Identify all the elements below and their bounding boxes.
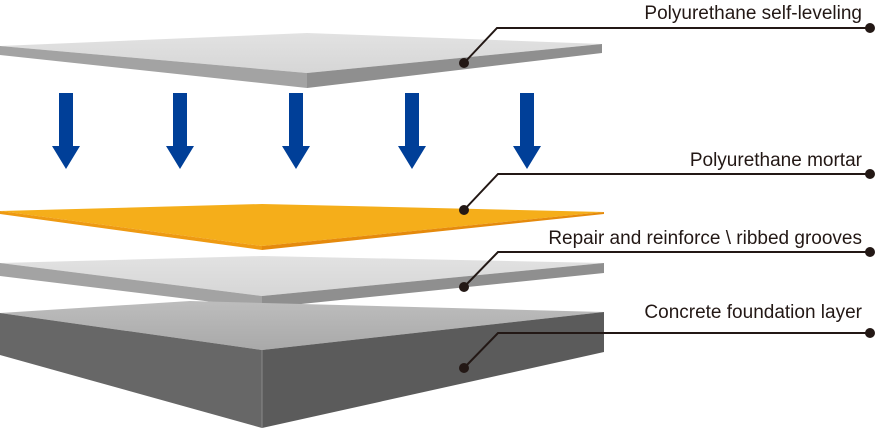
slab-top-face xyxy=(0,33,602,73)
leader-repair: Repair and reinforce \ ribbed grooves xyxy=(459,228,875,292)
down-arrow-icon xyxy=(52,93,80,169)
leader-line xyxy=(463,173,870,211)
slab-repair-reinforce xyxy=(0,256,604,308)
arrow-row xyxy=(52,93,541,169)
leader-mortar: Polyurethane mortar xyxy=(459,150,875,215)
leader-dot-icon xyxy=(459,363,469,373)
slab-right-edge xyxy=(307,44,602,88)
leader-foundation: Concrete foundation layer xyxy=(459,302,875,373)
layer-label: Polyurethane self-leveling xyxy=(644,3,862,24)
leader-end-dot-icon xyxy=(865,328,875,338)
slab-polyurethane-mortar xyxy=(0,204,604,250)
slab-polyurethane-self-leveling xyxy=(0,33,602,88)
layer-label: Repair and reinforce \ ribbed grooves xyxy=(548,228,862,249)
leader-dot-icon xyxy=(459,205,469,215)
down-arrow-icon xyxy=(282,93,310,169)
down-arrow-icon xyxy=(398,93,426,169)
slab-top-face xyxy=(0,204,604,246)
leader-top-coat: Polyurethane self-leveling xyxy=(459,3,875,68)
block-right-face xyxy=(262,312,604,428)
down-arrow-icon xyxy=(166,93,194,169)
slab-top-face xyxy=(0,256,604,296)
slab-right-edge xyxy=(262,263,604,308)
leader-dot-icon xyxy=(459,58,469,68)
leader-end-dot-icon xyxy=(865,169,875,179)
slab-right-edge xyxy=(262,212,604,250)
leader-end-dot-icon xyxy=(865,23,875,33)
leader-line xyxy=(463,332,870,369)
leader-end-dot-icon xyxy=(865,247,875,257)
block-left-face xyxy=(0,313,262,428)
layer-label: Polyurethane mortar xyxy=(690,150,863,171)
down-arrow-icon xyxy=(513,93,541,169)
slab-left-edge xyxy=(0,211,262,250)
block-concrete-foundation xyxy=(0,301,604,428)
slab-left-edge xyxy=(0,46,307,88)
leader-line xyxy=(463,251,870,288)
layer-label: Concrete foundation layer xyxy=(644,302,862,323)
slab-left-edge xyxy=(0,263,262,308)
leader-line xyxy=(463,27,870,64)
block-top-face xyxy=(0,301,604,350)
leader-dot-icon xyxy=(459,282,469,292)
